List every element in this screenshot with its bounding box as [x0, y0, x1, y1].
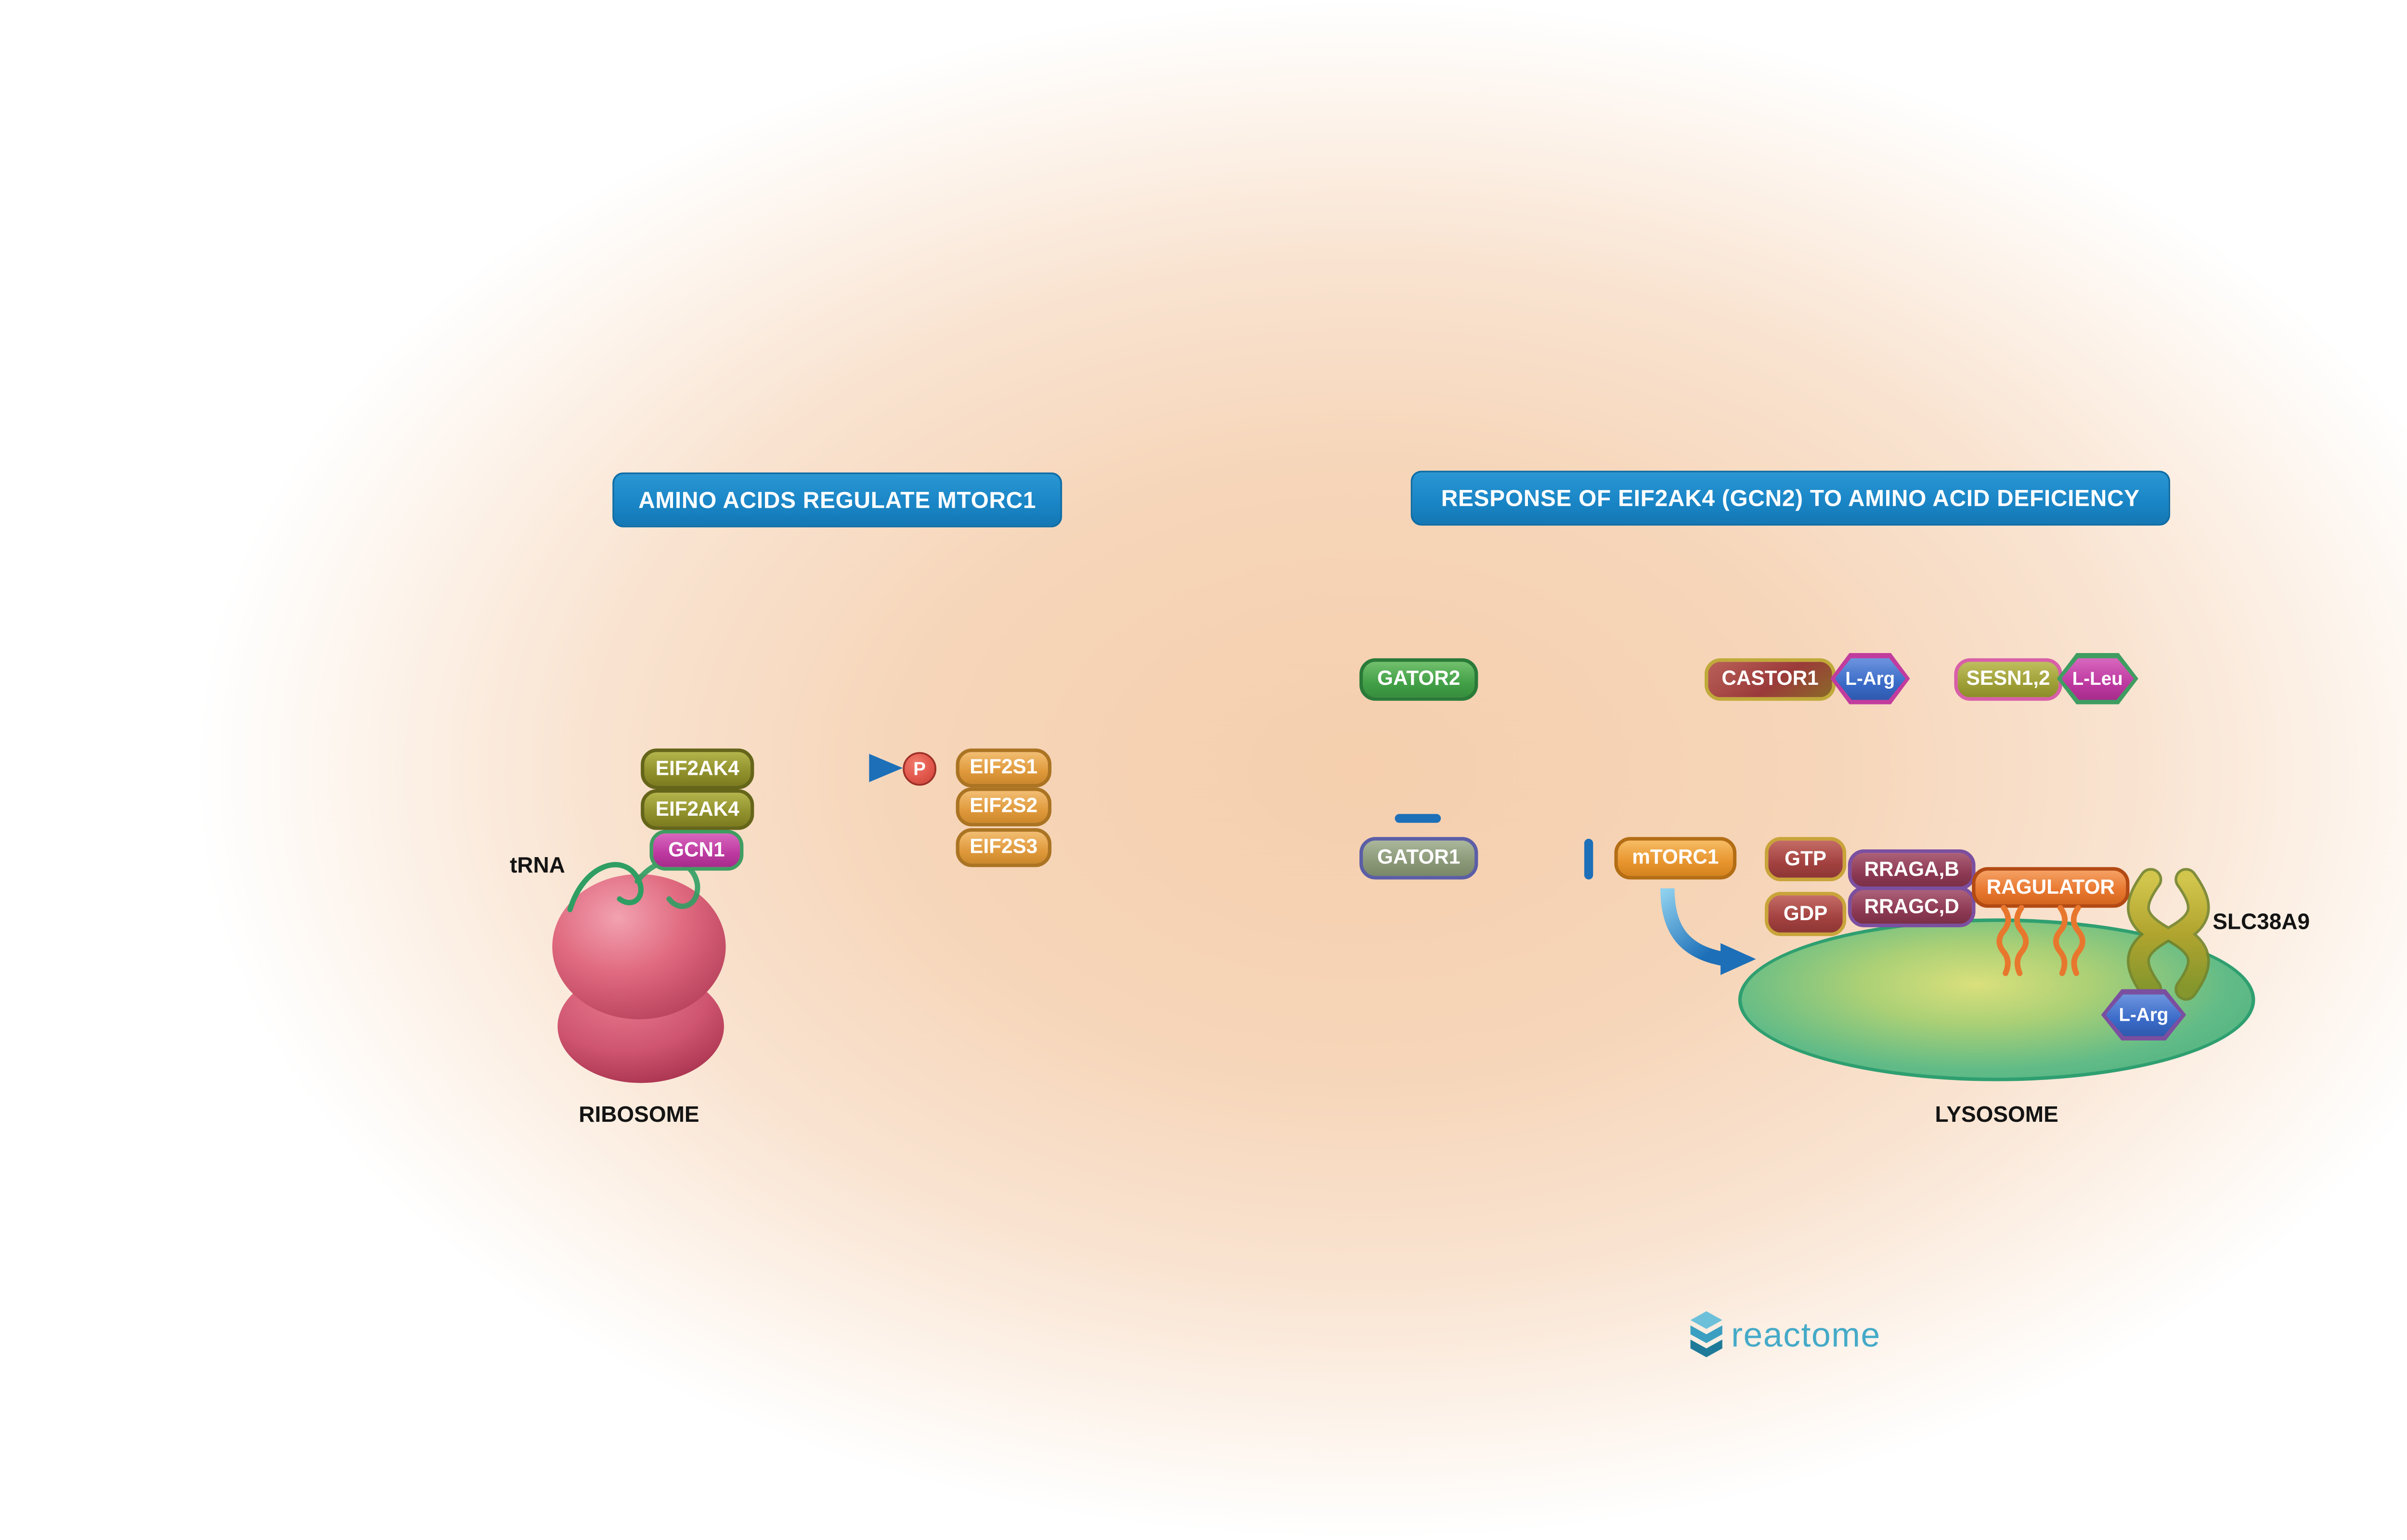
protein-label: GCN1	[668, 839, 725, 861]
metabolite-label: GDP	[1783, 903, 1828, 925]
complex-label: mTORC1	[1632, 847, 1719, 869]
protein-node-rragcd[interactable]: RRAGC,D	[1848, 886, 1976, 927]
hexagon-fill: L-Arg	[2105, 993, 2182, 1036]
curved-arrow-icon	[1660, 888, 1756, 975]
arrow-icon	[763, 754, 903, 783]
complex-label: GATOR1	[1377, 847, 1461, 869]
protein-label: EIF2S2	[970, 796, 1038, 818]
pathway-link-label: AMINO ACIDS REGULATE MTORC1	[638, 487, 1036, 513]
hexagon-fill: L-Leu	[2061, 657, 2134, 700]
protein-node-eif2s1[interactable]: EIF2S1	[956, 748, 1052, 788]
trna-squiggle-icon	[567, 862, 644, 912]
slc38a9-transporter[interactable]	[2124, 867, 2213, 1001]
protein-node-eif2ak4-1[interactable]: EIF2AK4	[641, 748, 754, 789]
complex-node-ragulator[interactable]: RAGULATOR	[1972, 867, 2130, 908]
recruitment-arrow-mtorc1-lysosome[interactable]	[1643, 885, 1770, 988]
lipid-anchor-squiggles	[1996, 905, 2085, 976]
ribosome-label: RIBOSOME	[579, 1102, 699, 1128]
phospho-marker[interactable]: P	[903, 752, 937, 786]
protein-label: EIF2S1	[970, 757, 1038, 779]
phospho-label: P	[913, 758, 926, 780]
metabolite-node-gtp[interactable]: GTP	[1764, 837, 1847, 882]
complex-label: GATOR2	[1377, 668, 1461, 691]
protein-label: RRAGC,D	[1864, 896, 1959, 918]
inhibition-icon	[1395, 707, 1441, 823]
protein-label: CASTOR1	[1721, 668, 1819, 691]
ribosome-large-subunit	[552, 874, 726, 1019]
transporter-shape	[2127, 868, 2210, 1001]
inhibition-edge-gator1-mtorc1[interactable]	[1482, 837, 1605, 881]
hexagon-fill: L-Arg	[1835, 657, 1906, 700]
protein-label: SESN1,2	[1966, 668, 2050, 691]
phosphorylation-arrow[interactable]	[759, 748, 908, 787]
metabolite-node-l-arg-castor[interactable]: L-Arg	[1830, 653, 1910, 705]
complex-node-mtorc1[interactable]: mTORC1	[1614, 837, 1737, 880]
trna-label: tRNA	[509, 853, 565, 878]
metabolite-node-l-arg-lysosome[interactable]: L-Arg	[2101, 989, 2187, 1041]
reactome-logo-text[interactable]: reactome	[1731, 1316, 1881, 1356]
protein-label: EIF2AK4	[655, 799, 739, 821]
pathway-link-amino-acids-regulate-mtorc1[interactable]: AMINO ACIDS REGULATE MTORC1	[612, 472, 1062, 527]
metabolite-label: L-Leu	[2072, 668, 2123, 690]
complex-node-gator2[interactable]: GATOR2	[1359, 658, 1478, 701]
lysosome-label: LYSOSOME	[1935, 1102, 2058, 1128]
protein-label: EIF2AK4	[655, 758, 739, 780]
slc38a9-label: SLC38A9	[2213, 909, 2310, 935]
metabolite-label: L-Arg	[2119, 1004, 2169, 1026]
metabolite-label: L-Arg	[1845, 668, 1895, 690]
ribosome-shape	[552, 859, 726, 1083]
metabolite-label: GTP	[1785, 848, 1826, 870]
protein-node-rragab[interactable]: RRAGA,B	[1848, 849, 1976, 890]
inhibition-edge-gator2-gator1[interactable]	[1391, 704, 1444, 828]
protein-node-eif2ak4-2[interactable]: EIF2AK4	[641, 789, 754, 830]
protein-node-eif2s3[interactable]: EIF2S3	[956, 828, 1052, 867]
logo-layers-icon	[1690, 1311, 1722, 1358]
protein-label: EIF2S3	[970, 837, 1038, 859]
complex-label: RAGULATOR	[1986, 876, 2115, 898]
protein-node-eif2s2[interactable]: EIF2S2	[956, 787, 1052, 827]
pathway-link-label: RESPONSE OF EIF2AK4 (GCN2) TO AMINO ACID…	[1441, 485, 2140, 512]
protein-node-gcn1[interactable]: GCN1	[649, 830, 744, 871]
protein-label: RRAGA,B	[1864, 859, 1959, 881]
lipid-anchor-icon	[1990, 905, 2092, 980]
inhibition-icon	[1485, 838, 1593, 880]
pathway-link-response-of-eif2ak4[interactable]: RESPONSE OF EIF2AK4 (GCN2) TO AMINO ACID…	[1411, 471, 2171, 526]
complex-node-gator1[interactable]: GATOR1	[1359, 837, 1478, 880]
protein-node-castor1[interactable]: CASTOR1	[1704, 658, 1836, 701]
protein-node-sesn12[interactable]: SESN1,2	[1954, 658, 2062, 701]
metabolite-node-l-leu[interactable]: L-Leu	[2057, 653, 2138, 705]
ribosome-illustration[interactable]	[531, 846, 752, 1094]
metabolite-node-gdp[interactable]: GDP	[1764, 892, 1847, 937]
reactome-logo-icon[interactable]	[1687, 1311, 1726, 1361]
